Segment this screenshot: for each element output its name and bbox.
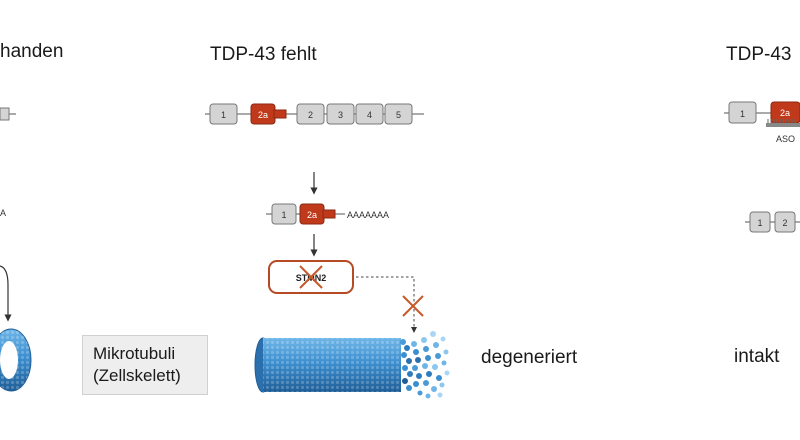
- exon-2: [296, 103, 325, 125]
- microtubule-legend-box: Mikrotubuli (Zellskelett): [82, 335, 208, 395]
- exon-2-label: 2: [308, 110, 313, 120]
- exon-5: [384, 103, 413, 125]
- left-panel-heading: handen: [0, 41, 64, 62]
- intakt-label: intakt: [734, 346, 780, 367]
- right-mrna-exon-2-label: 2: [782, 218, 787, 228]
- right-gene: 1 2a ASO: [724, 101, 800, 144]
- polya-tail: AAAAAAA: [347, 210, 389, 220]
- right-exon-1-label: 1: [740, 109, 745, 119]
- right-mrna-exon-2: [774, 211, 796, 233]
- right-mrna: 1 2: [745, 211, 800, 233]
- exon-3: [326, 103, 355, 125]
- right-mrna-exon-1: [749, 211, 771, 233]
- exon-1-label: 1: [221, 110, 226, 120]
- middle-panel-heading: TDP-43 fehlt: [210, 44, 317, 65]
- block-cross-icon: [402, 295, 424, 317]
- left-microtubule-ring: [0, 328, 32, 392]
- right-panel-heading: TDP-43: [726, 44, 792, 65]
- aso-label: ASO: [776, 134, 795, 144]
- right-exon-1: [728, 101, 757, 124]
- right-mrna-exon-1-label: 1: [757, 218, 762, 228]
- mrna-exon-1-label: 1: [281, 210, 286, 220]
- exon-1: [209, 103, 238, 125]
- legend-line-1: Mikrotubuli: [93, 344, 176, 363]
- middle-mrna: 1 2a AAAAAAA: [266, 203, 389, 225]
- exon-2a-label: 2a: [258, 110, 268, 120]
- mrna-exon-2a-label: 2a: [307, 210, 317, 220]
- left-arrow: [0, 265, 12, 322]
- exon-3-label: 3: [338, 110, 343, 120]
- aso-bar: [766, 123, 800, 127]
- left-gene-fragment: [0, 107, 16, 121]
- left-mrna-tail: A: [0, 208, 6, 218]
- exon-5-label: 5: [396, 110, 401, 120]
- exon-4: [355, 103, 384, 125]
- right-exon-2a-label: 2a: [780, 108, 790, 118]
- exon-4-label: 4: [367, 110, 372, 120]
- dashed-connector: [356, 276, 417, 333]
- mrna-exon-1: [271, 203, 297, 225]
- legend-line-2: (Zellskelett): [93, 366, 181, 385]
- middle-microtubule: [254, 331, 450, 399]
- middle-gene: 1 2a 2 3 4 5: [205, 103, 424, 125]
- stmn2-protein: STMN2: [268, 260, 354, 294]
- degeneriert-label: degeneriert: [481, 347, 578, 368]
